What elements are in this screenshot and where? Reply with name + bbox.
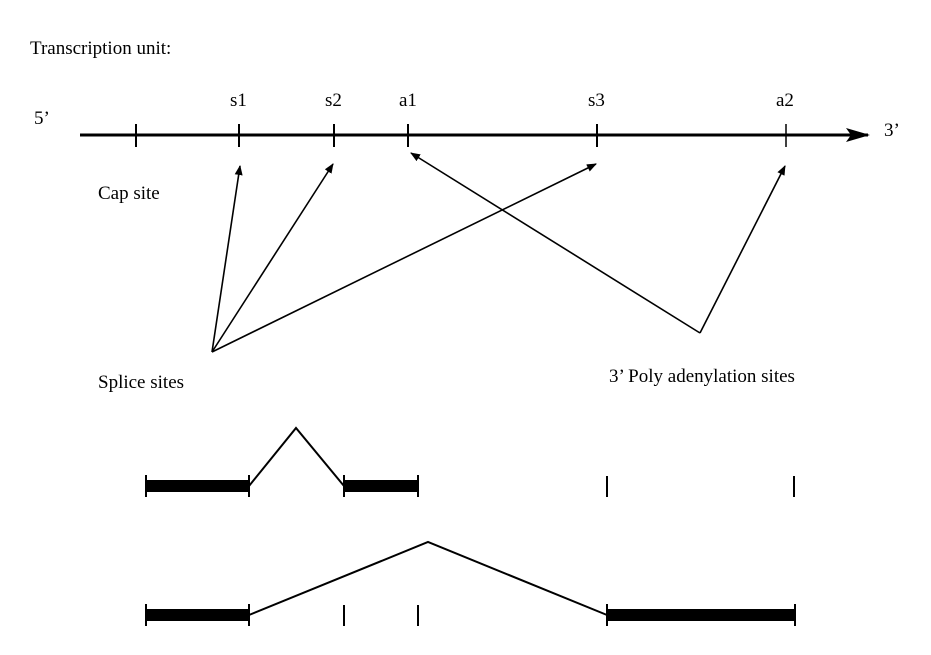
cap-site-label: Cap site	[98, 183, 160, 204]
splice-sites-label: Splice sites	[98, 372, 185, 393]
site-s2: s2	[325, 90, 342, 111]
intron	[248, 426, 345, 487]
exon	[607, 609, 795, 621]
site-a2: a2	[776, 90, 794, 111]
five-prime-label: 5’	[34, 108, 50, 129]
transcript-1	[145, 426, 795, 497]
title: Transcription unit:	[30, 38, 172, 59]
poly-arrows	[410, 152, 786, 334]
splice-arrows	[211, 163, 597, 353]
site-s3: s3	[588, 90, 605, 111]
site-s1: s1	[230, 90, 247, 111]
three-prime-label: 3’	[884, 120, 900, 141]
poly-adenylation-label: 3’ Poly adenylation sites	[609, 366, 795, 387]
transcript-2	[145, 540, 796, 626]
intron	[248, 540, 608, 616]
exon	[344, 480, 418, 492]
transcription-axis	[80, 124, 870, 147]
exon	[146, 609, 249, 621]
site-a1: a1	[399, 90, 417, 111]
exon	[146, 480, 249, 492]
